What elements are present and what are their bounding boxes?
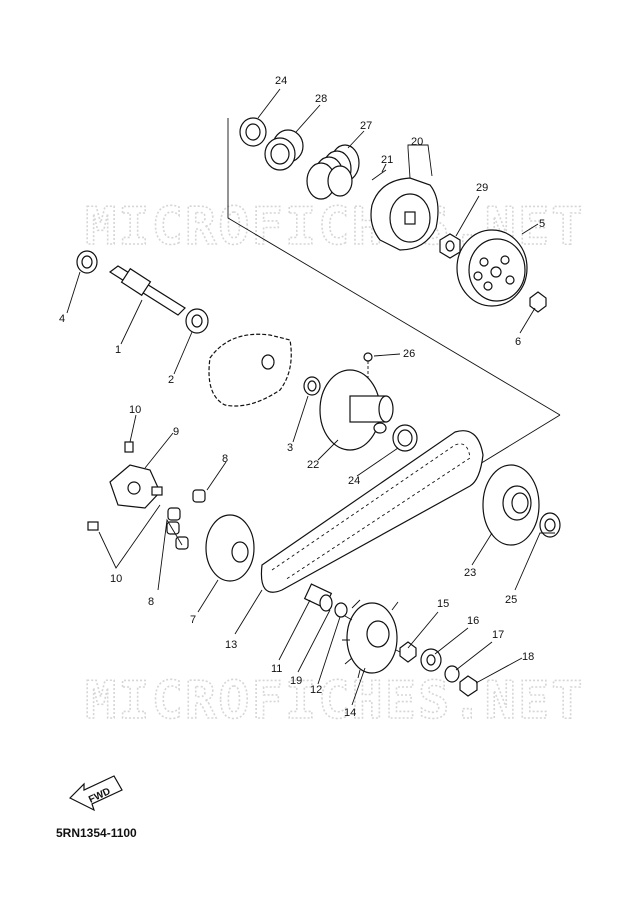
callout-9: 9 (173, 426, 179, 438)
callout-8-top: 8 (222, 453, 228, 465)
part-13-v-belt (260, 430, 484, 593)
part-6-nut (529, 291, 547, 313)
callout-2: 2 (168, 374, 174, 386)
part-18-nut (459, 675, 478, 697)
part-4-bearing (76, 250, 98, 274)
assembly-bracket-right (469, 414, 561, 471)
part-3-washer (303, 376, 321, 396)
part-26-bolt (363, 352, 373, 392)
callout-10-top: 10 (129, 404, 141, 416)
callout-12: 12 (310, 684, 322, 696)
part-5-clutch-housing (456, 229, 528, 307)
callout-17: 17 (492, 629, 504, 641)
part-14-fan-pulley (342, 599, 405, 679)
callout-8-bottom: 8 (148, 596, 154, 608)
callout-28: 28 (315, 93, 327, 105)
part-20-clutch-carrier (370, 177, 439, 251)
callout-24-lower: 24 (348, 475, 360, 487)
watermark-bottom: MICROFICHES.NET (85, 671, 585, 731)
callout-4: 4 (59, 313, 65, 325)
part-27-spring (306, 144, 360, 200)
callout-29: 29 (476, 182, 488, 194)
callout-5: 5 (539, 218, 545, 230)
callout-7: 7 (190, 614, 196, 626)
callout-21: 21 (381, 154, 393, 166)
part-24-seal (392, 424, 418, 452)
callout-13: 13 (225, 639, 237, 651)
callout-14: 14 (344, 707, 356, 719)
part-15-washer (399, 641, 417, 663)
part-8-weight-rollers (166, 489, 206, 550)
part-16-washer (420, 648, 442, 672)
part-9-cam-plate (109, 464, 161, 509)
callout-18: 18 (522, 651, 534, 663)
callout-25: 25 (505, 594, 517, 606)
part-25-seal (539, 512, 561, 538)
part-21-pin (371, 169, 387, 181)
callout-23: 23 (464, 567, 476, 579)
gasket (208, 333, 292, 407)
part-12-washer (334, 602, 348, 618)
part-7-movable-pulley (205, 514, 255, 582)
callout-15: 15 (437, 598, 449, 610)
part-17-washer (444, 665, 460, 683)
callout-22: 22 (307, 459, 319, 471)
part-1-shaft (108, 265, 186, 316)
assembly-bracket-left (227, 118, 561, 416)
callout-10-bottom: 10 (110, 573, 122, 585)
part-2-bearing (185, 308, 209, 334)
callout-16: 16 (467, 615, 479, 627)
callout-11: 11 (271, 663, 282, 675)
callout-24-top: 24 (275, 75, 287, 87)
fwd-arrow-icon: FWD (68, 775, 123, 812)
part-22-secondary-sheave (319, 369, 394, 451)
callout-27: 27 (360, 120, 372, 132)
part-23-sheave (482, 464, 540, 546)
callout-26: 26 (403, 348, 415, 360)
callout-3: 3 (287, 442, 293, 454)
callout-1: 1 (115, 344, 121, 356)
part-29-nut (439, 233, 461, 259)
leader-lines (66, 88, 555, 706)
callout-6: 6 (515, 336, 521, 348)
part-10-slider-clips (87, 441, 163, 531)
diagram-code: 5RN1354-1100 (56, 826, 137, 840)
callout-19: 19 (290, 675, 302, 687)
part-28-collar (264, 129, 304, 171)
callout-20: 20 (411, 136, 423, 148)
part-24-washer (239, 117, 267, 147)
part-11-collar (303, 583, 333, 612)
